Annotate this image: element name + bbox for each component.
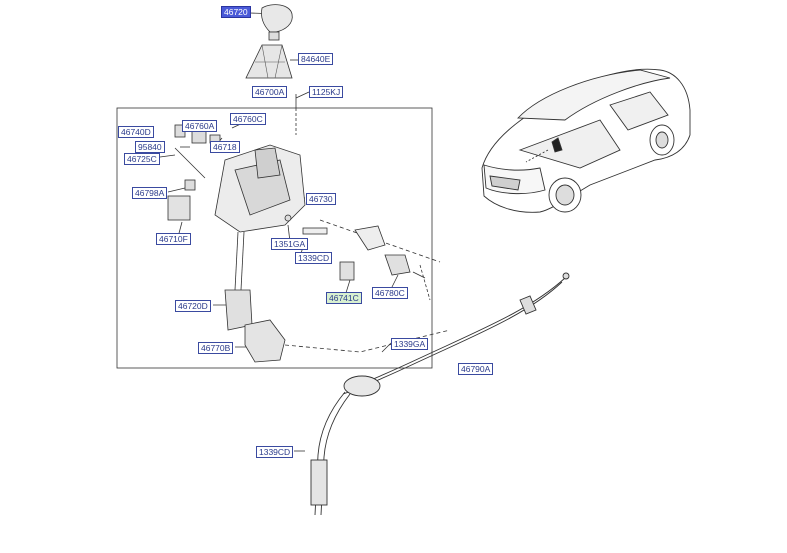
vehicle-location-illustration (481, 68, 691, 213)
part-label-46741C[interactable]: 46741C (326, 292, 362, 304)
part-label-46720D[interactable]: 46720D (175, 300, 211, 312)
part-label-1351GA[interactable]: 1351GA (271, 238, 309, 250)
part-label-46760C[interactable]: 46760C (230, 113, 266, 125)
part-label-46720[interactable]: 46720 (221, 6, 251, 18)
part-label-46790A[interactable]: 46790A (458, 363, 494, 375)
part-label-1339CD-lower[interactable]: 1339CD (256, 446, 294, 458)
part-label-1339CD-upper[interactable]: 1339CD (295, 252, 333, 264)
shift-boot-part (245, 44, 293, 79)
part-label-46718[interactable]: 46718 (210, 141, 240, 153)
part-label-46770B[interactable]: 46770B (198, 342, 234, 354)
part-label-46700A[interactable]: 46700A (252, 86, 288, 98)
shift-knob-part (261, 4, 293, 41)
part-label-46798A[interactable]: 46798A (132, 187, 168, 199)
part-label-1125KJ[interactable]: 1125KJ (309, 86, 344, 98)
assembly-frame (116, 107, 433, 369)
part-label-46780C[interactable]: 46780C (372, 287, 408, 299)
shifter-assembly-part (167, 124, 426, 363)
part-label-1339GA[interactable]: 1339GA (391, 338, 429, 350)
shift-cable-part (310, 272, 570, 516)
part-label-95840[interactable]: 95840 (135, 141, 165, 153)
part-label-46730[interactable]: 46730 (306, 193, 336, 205)
part-label-46760A[interactable]: 46760A (182, 120, 218, 132)
part-label-46710F[interactable]: 46710F (156, 233, 191, 245)
part-label-84640E[interactable]: 84640E (298, 53, 334, 65)
part-label-46725C[interactable]: 46725C (124, 153, 160, 165)
part-label-46740D[interactable]: 46740D (118, 126, 154, 138)
